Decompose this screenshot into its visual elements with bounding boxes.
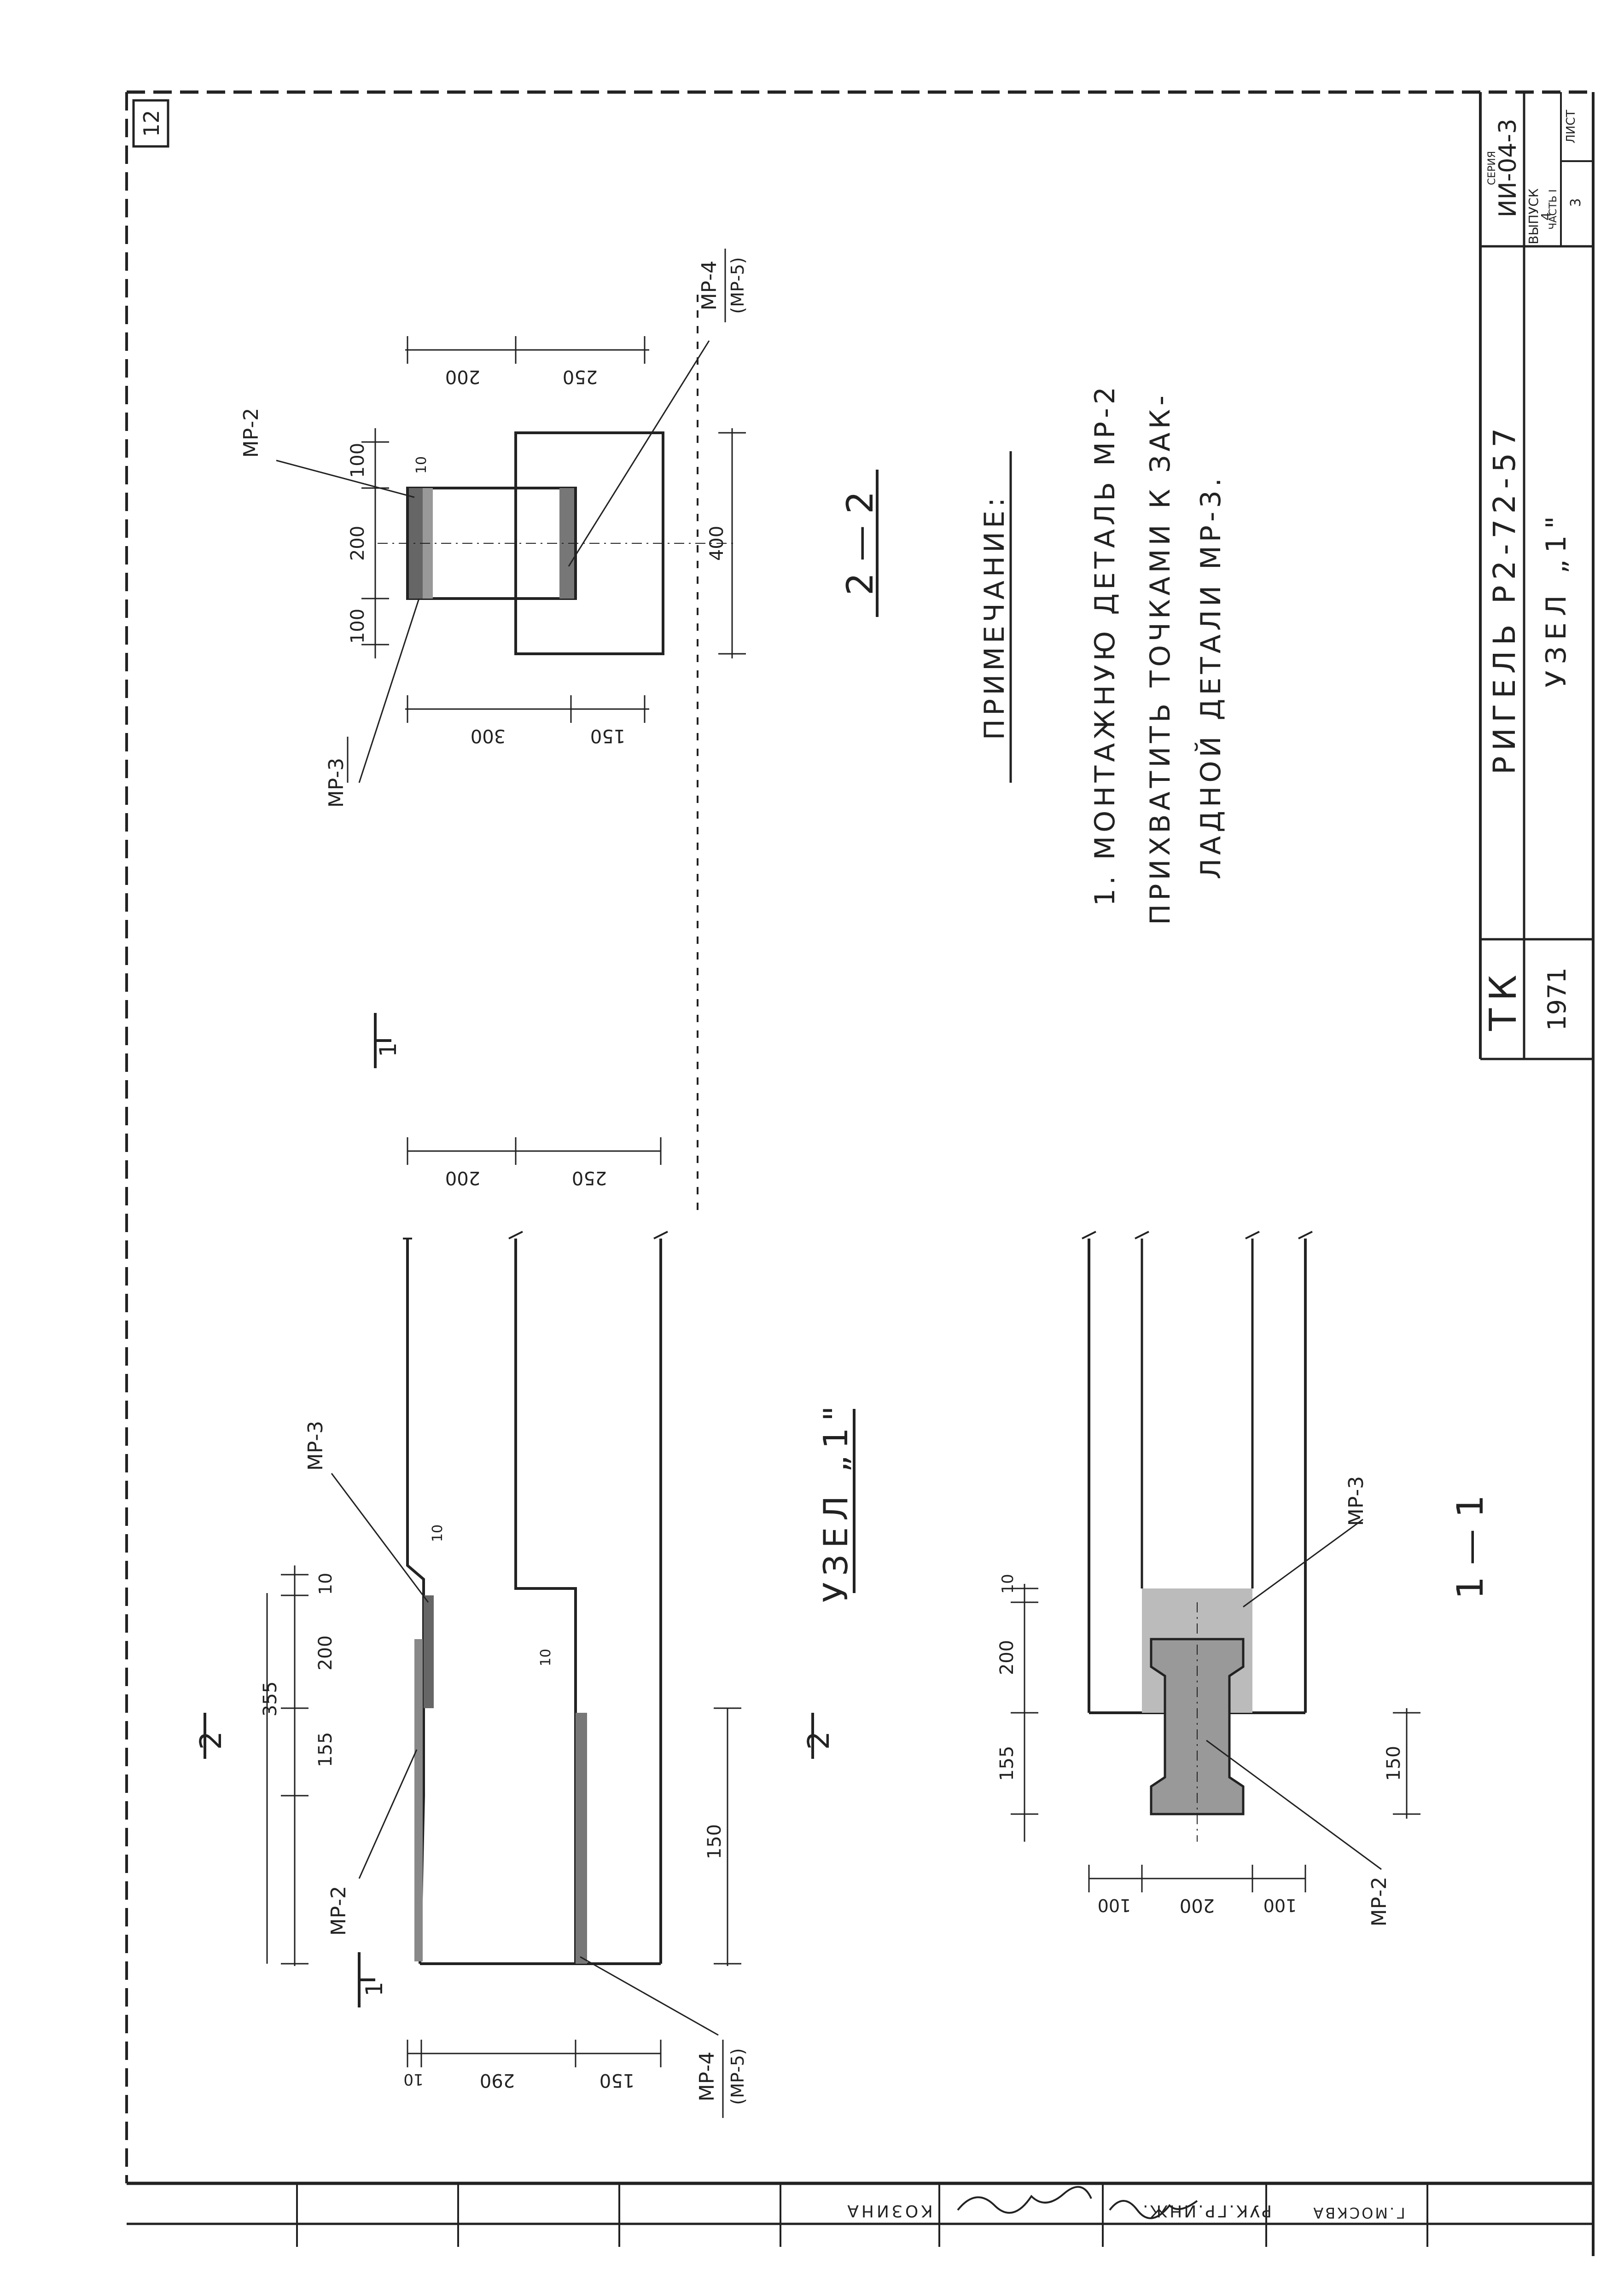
note-heading: ПРИМЕЧАНИЕ: bbox=[978, 494, 1011, 740]
s11-dim-100b: 100 bbox=[1263, 1895, 1297, 1915]
node-1-title: УЗЕЛ „1" bbox=[816, 1400, 855, 1603]
dim-200-left: 200 bbox=[445, 366, 480, 387]
node-dim-10d: 10 bbox=[403, 2070, 423, 2088]
node-dim-10c: 10 bbox=[538, 1649, 554, 1666]
node-dim-250r: 250 bbox=[572, 1167, 607, 1188]
node-dim-150: 150 bbox=[704, 1824, 725, 1859]
section-1-1-plate-mp2 bbox=[1150, 1638, 1245, 1815]
note-line-2: ПРИХВАТИТЬ ТОЧКАМИ К ЗАК- bbox=[1144, 392, 1176, 925]
node-dim-10: 10 bbox=[315, 1573, 336, 1595]
node-dim-290: 290 bbox=[480, 2070, 515, 2091]
s11-label-mp3: МР-3 bbox=[1345, 1476, 1368, 1526]
node-dim-355: 355 bbox=[260, 1681, 281, 1716]
s11-label-mp2: МР-2 bbox=[1368, 1877, 1391, 1926]
dim-100a: 100 bbox=[347, 443, 368, 478]
section-mark-upper: 1 bbox=[374, 1013, 402, 1068]
s11-dim-200: 200 bbox=[996, 1640, 1018, 1675]
s11-dim-10: 10 bbox=[999, 1574, 1017, 1594]
organization: ТК bbox=[1482, 967, 1525, 1031]
section-2-2: 100 200 100 10 400 200 250 300 150 МР-2 … bbox=[239, 249, 881, 808]
drawing-title-line1: РИГЕЛЬ Р2-72-57 bbox=[1487, 423, 1522, 774]
section-mark-b: 1 bbox=[361, 1982, 388, 1996]
dim-400: 400 bbox=[706, 526, 728, 561]
node-1-elevation: 10 200 155 355 10 10 150 10 290 150 200 … bbox=[194, 1137, 856, 2118]
node-1-plate-mp2 bbox=[414, 1639, 423, 1961]
series-value: ИИ-04-3 bbox=[1494, 119, 1522, 218]
city: Г.МОСКВА bbox=[1311, 2204, 1405, 2222]
note-line-3: ЛАДНОЙ ДЕТАЛИ МР-3. bbox=[1194, 474, 1227, 879]
part-label: ЧАСТЬ I bbox=[1548, 189, 1559, 230]
s11-dim-200b: 200 bbox=[1180, 1895, 1215, 1916]
signature bbox=[957, 2186, 1092, 2214]
issue-label: ВЫПУСК bbox=[1526, 188, 1541, 244]
node-label-mp4: МР-4 bbox=[695, 2052, 719, 2101]
node-1-plate-mp3 bbox=[424, 1595, 434, 1708]
dim-150: 150 bbox=[590, 725, 625, 746]
year: 1971 bbox=[1543, 967, 1572, 1030]
sheet-number-box: 12 bbox=[132, 99, 169, 148]
note-line-1: 1. МОНТАЖНУЮ ДЕТАЛЬ МР-2 bbox=[1089, 383, 1121, 906]
node-1-plate-mp4 bbox=[576, 1713, 587, 1964]
series-label: СЕРИЯ bbox=[1486, 151, 1498, 185]
label-mp3: МР-3 bbox=[325, 758, 348, 808]
section-mark-a: 1 bbox=[375, 1042, 402, 1057]
sheet-label: ЛИСТ bbox=[1564, 110, 1578, 143]
sheet-frame bbox=[125, 90, 1595, 2256]
dim-200: 200 bbox=[347, 526, 368, 561]
node-dim-200r: 200 bbox=[445, 1167, 480, 1188]
section-1-1-title: 1 — 1 bbox=[1450, 1495, 1491, 1600]
node-dim-10b: 10 bbox=[430, 1524, 446, 1542]
dim-10: 10 bbox=[413, 456, 430, 474]
signature-2 bbox=[1109, 2200, 1198, 2219]
section-2-2-title: 2 — 2 bbox=[840, 491, 881, 596]
dim-250-left: 250 bbox=[563, 366, 598, 387]
dim-300: 300 bbox=[471, 725, 506, 746]
node-dim-155: 155 bbox=[315, 1732, 336, 1767]
node-label-mp5: (МР-5) bbox=[728, 2048, 748, 2105]
signer-role: РУК.ГР.ИНЖ. bbox=[1141, 2201, 1272, 2220]
dim-100b: 100 bbox=[347, 609, 368, 644]
node-label-mp2: МР-2 bbox=[327, 1886, 350, 1936]
signature-strip: КОЗИНА РУК.ГР.ИНЖ. Г.МОСКВА bbox=[127, 2183, 1593, 2247]
label-mp4: МР-4 bbox=[698, 261, 721, 310]
title-block: СЕРИЯ ИИ-04-3 ВЫПУСК 4 ЧАСТЬ I ЛИСТ 3 РИ… bbox=[1479, 92, 1593, 1060]
sheet-number: 12 bbox=[139, 110, 164, 137]
issue-value: 4 bbox=[1538, 212, 1554, 221]
label-mp2: МР-2 bbox=[239, 408, 263, 458]
cut-mark-upper: 2 bbox=[194, 1731, 228, 1750]
s11-dim-155: 155 bbox=[996, 1746, 1018, 1781]
cut-mark-lower: 2 bbox=[802, 1731, 836, 1750]
note-block: ПРИМЕЧАНИЕ: 1. МОНТАЖНУЮ ДЕТАЛЬ МР-2 ПРИ… bbox=[978, 383, 1227, 925]
node-dim-150b: 150 bbox=[600, 2070, 634, 2091]
node-label-mp3: МР-3 bbox=[304, 1421, 327, 1471]
s11-dim-150: 150 bbox=[1383, 1746, 1404, 1781]
section-mark-lower: 1 bbox=[358, 1952, 388, 2007]
s11-dim-100a: 100 bbox=[1098, 1895, 1131, 1915]
label-mp5: (МР-5) bbox=[728, 257, 748, 314]
drawing-title-line2: УЗЕЛ „1" bbox=[1540, 510, 1572, 687]
signer-name: КОЗИНА bbox=[844, 2201, 933, 2220]
node-dim-200: 200 bbox=[315, 1635, 336, 1670]
section-1-1: 10 200 155 150 100 200 100 МР-3 МР-2 1 —… bbox=[996, 1231, 1491, 1926]
sheet-value: 3 bbox=[1568, 198, 1584, 207]
